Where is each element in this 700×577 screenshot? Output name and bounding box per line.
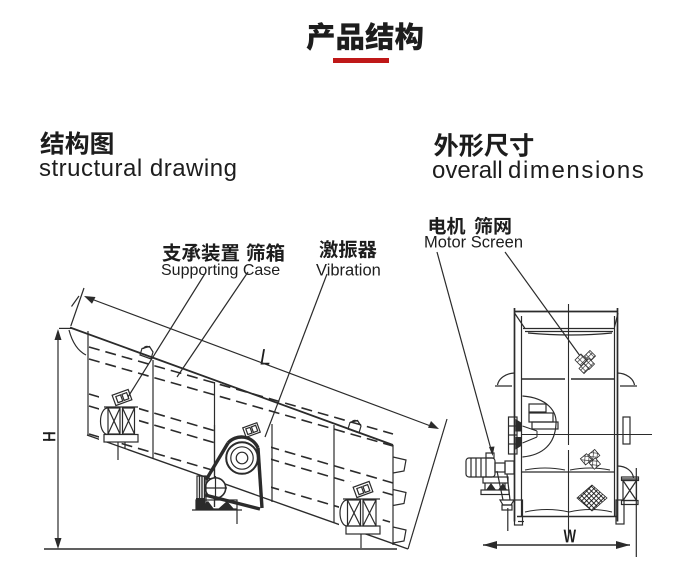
svg-text:Vibration: Vibration [316, 262, 381, 280]
svg-text:Supporting Case: Supporting Case [161, 262, 280, 279]
svg-text:Motor Screen: Motor Screen [424, 234, 523, 252]
svg-text:dimensions: dimensions [508, 157, 645, 184]
svg-text:structural drawing: structural drawing [39, 155, 237, 182]
svg-text:overall: overall [432, 157, 503, 184]
